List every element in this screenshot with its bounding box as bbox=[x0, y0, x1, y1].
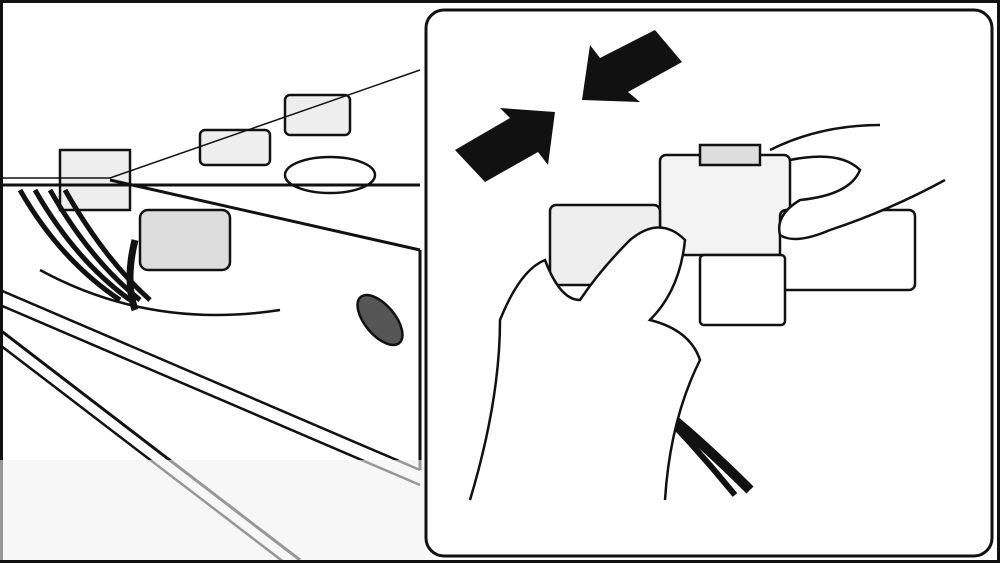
hand-right bbox=[769, 123, 946, 241]
hand-left bbox=[468, 226, 702, 501]
left-shade bbox=[0, 460, 425, 560]
arrow-push-icon bbox=[582, 30, 682, 102]
left-scene bbox=[0, 69, 422, 563]
arrow-push-icon bbox=[455, 108, 555, 182]
